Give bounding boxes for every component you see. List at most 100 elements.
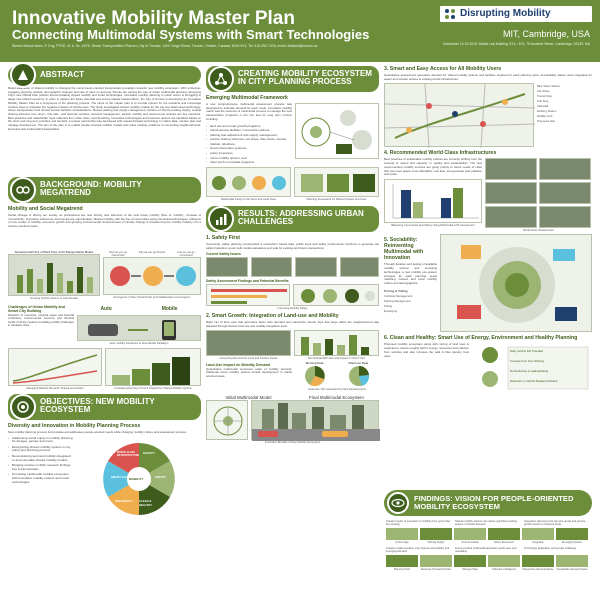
finding-text: Technology application and service chall… [524, 547, 577, 550]
background-subheading: Mobility and Social Megatrend [8, 206, 83, 212]
pricing-box-line: Parking Management [384, 298, 411, 303]
abstract-heading: ABSTRACT [40, 70, 84, 79]
pie-afternoon-label: Afternoon Peak [348, 361, 369, 365]
smart-access-title: 3. Smart and Easy Access for All Mobilit… [384, 66, 502, 72]
wheel-label-clean: CLEAN & HEALTHY [139, 498, 152, 507]
objectives-heading: OBJECTIVES: NEW MOBILITY ECOSYSTEM [40, 397, 155, 414]
clean-label: Daily Vehicle KM Travelled [510, 349, 544, 354]
short-trips-chart [294, 329, 379, 356]
finding-label: Emerging Options [561, 541, 582, 544]
results-heading: RESULTS: ADDRESSING URBAN CHALLENGES [238, 208, 364, 226]
infrastructure-photo-2 [539, 158, 591, 181]
auto-mobile-figure [77, 315, 201, 341]
los-chart-figure [384, 178, 482, 223]
demand-trend-figure [8, 348, 102, 386]
finding-text: Future-proofed multimodal approach needs… [455, 547, 517, 553]
multimodal-study-caption: Multimodal Study for All Users and Land … [221, 197, 276, 201]
objective-item: Reconsidering land and mobility-integrat… [8, 454, 74, 462]
safety-photo-3 [295, 257, 337, 278]
objectives-banner: OBJECTIVES: NEW MOBILITY ECOSYSTEM [8, 394, 201, 420]
wheel-label-safety: SAFETY [143, 450, 155, 455]
author-info: Steven Masud Islam, P. Eng, PTOE, M. A. … [12, 44, 318, 48]
poster-subtitle: Connecting Multimodal Systems with Smart… [12, 27, 370, 42]
legend-item: Existing Station [537, 109, 557, 114]
infrastructure-photo-6 [539, 206, 591, 229]
safety-text: Community safety planning incorporated a… [206, 241, 379, 250]
wheel-label-infrastructure: WORLD CLASS INFRASTRUCTURE [117, 450, 140, 457]
smart-growth-text: Right mix of land uses that generates fe… [206, 320, 379, 328]
finding-icon-box [488, 528, 520, 540]
finding-icon-box [488, 555, 520, 567]
smart-growth-title: 2. Smart Growth: Integration of Land-use… [206, 313, 339, 320]
wheel-label-smart: SMART & EASY [111, 474, 133, 479]
clean-label: No Reduction in walking/biking [510, 369, 549, 374]
finding-icon-box [556, 555, 588, 567]
land-use-impact-text: Quantitative multimodal processes scale … [206, 366, 292, 379]
chart-icon [208, 205, 234, 232]
creating-item: land use and smart growth programs [206, 124, 292, 129]
pricing-box-line: Tolling [384, 303, 392, 308]
use-label: Use as you go Connected [177, 251, 195, 257]
clean-healthy-title: 6. Clean and Healthy: Smart Use of Energ… [384, 335, 578, 342]
safety-photo-2 [250, 257, 292, 278]
vision-icon [387, 492, 409, 514]
legend-item: Proposed Hub [537, 119, 555, 124]
framework-diagram [295, 103, 379, 159]
final-model-label: Final Multimodal Ecosystem [309, 394, 364, 400]
safety-benefits-figure [293, 284, 379, 307]
fig-growth-title: Annual Growth Pcy of Work Trips of All T… [14, 251, 94, 254]
column-middle: CREATING MOBILITY ECOSYSTEM IN CITY PLAN… [206, 66, 380, 444]
conference-location: MIT, Cambridge, USA [502, 29, 590, 39]
objective-item: Promoting multimodal mobility ecosystem … [8, 473, 74, 484]
infrastructure-photo-5 [485, 206, 537, 229]
legend-item: Transit Stop [537, 94, 552, 99]
creating-item: vehicle sharing schemes, car share, bike… [206, 137, 292, 146]
background-text: Social Change is driving our society as … [8, 214, 201, 229]
background-banner: BACKGROUND: MOBILITY MEGATREND [8, 177, 201, 203]
findings-banner: FINDINGS: VISION FOR PEOPLE-ORIENTED MOB… [384, 490, 592, 516]
finding-label: Planning Tools [393, 568, 411, 571]
final-ecosystem-figure [251, 399, 380, 441]
fig-growth-caption: Growing Vehicle Volume in Last Decade [30, 297, 78, 300]
wheel-label-sociability: SOCIABILITY [115, 498, 133, 503]
finding-icon-box [556, 528, 588, 540]
creating-item: policy incentives, [206, 151, 292, 156]
abstract-text: Rapid adaptation of shared mobility is c… [8, 87, 201, 131]
initial-model-figure [206, 399, 248, 440]
safety-findings-figure [206, 284, 290, 307]
infrastructure-photo-4 [539, 182, 591, 205]
pricing-box-line: Employing [384, 308, 398, 313]
mobility-wheel-figure: SAFETY EQUITY CLEAN & HEALTHY SOCIABILIT… [77, 437, 201, 521]
infrastructure-photo-3 [485, 182, 537, 205]
network-icon [208, 66, 234, 92]
objectives-subheading: Diversity and Innovation in Mobility Pla… [8, 423, 141, 429]
legend-item: Sub Stop [537, 99, 549, 104]
creating-list: land use and smart growth programs trans… [206, 124, 292, 165]
safety-fig1-title: Current Safety Issues [206, 252, 241, 257]
finding-text: Creative implementation may improve acce… [386, 547, 450, 553]
pie-caption: Land-Use Trip Generated by New Developme… [308, 387, 366, 391]
pie-morning-label: Morning Peak [305, 361, 324, 365]
results-banner: RESULTS: ADDRESSING URBAN CHALLENGES [206, 205, 379, 232]
finding-icon-box [420, 528, 452, 540]
finding-label: Add-in Ecosystem [493, 541, 515, 544]
growth-chart-figure [8, 254, 100, 296]
legend-item: Mobility Hub [537, 114, 553, 119]
objectives-list: Addressing social equity in mobility pla… [8, 436, 74, 521]
finding-label: Resource Oriented Policies [420, 568, 452, 571]
challenges-text: Depletion of resources, physical space a… [8, 314, 74, 328]
initial-model-label: Initial Multimodal Model [225, 394, 272, 400]
shared-options-caption: Increasing Diversity of Car & Shared For… [114, 387, 192, 390]
smart-access-text: Quantitative assessment generates demand… [384, 73, 592, 81]
background-heading: BACKGROUND: MOBILITY MEGATREND [40, 180, 142, 197]
legend-item: Car Share [537, 89, 550, 94]
finding-icon-box [420, 555, 452, 567]
creating-subheading: Emerging Multimodal Framework [206, 95, 288, 101]
infrastructure-caption: World Class Infrastructure [522, 229, 554, 233]
finding-icon-box [522, 528, 554, 540]
objectives-intro: New mobility planning process incorporat… [8, 430, 187, 434]
creating-item: parking rate adjustment and supply manag… [206, 133, 292, 138]
finding-icon-box [522, 555, 554, 567]
finding-text: Integration planning tools can give ampl… [524, 520, 586, 526]
sociability-text: Through iteration and testing of availab… [384, 262, 437, 285]
